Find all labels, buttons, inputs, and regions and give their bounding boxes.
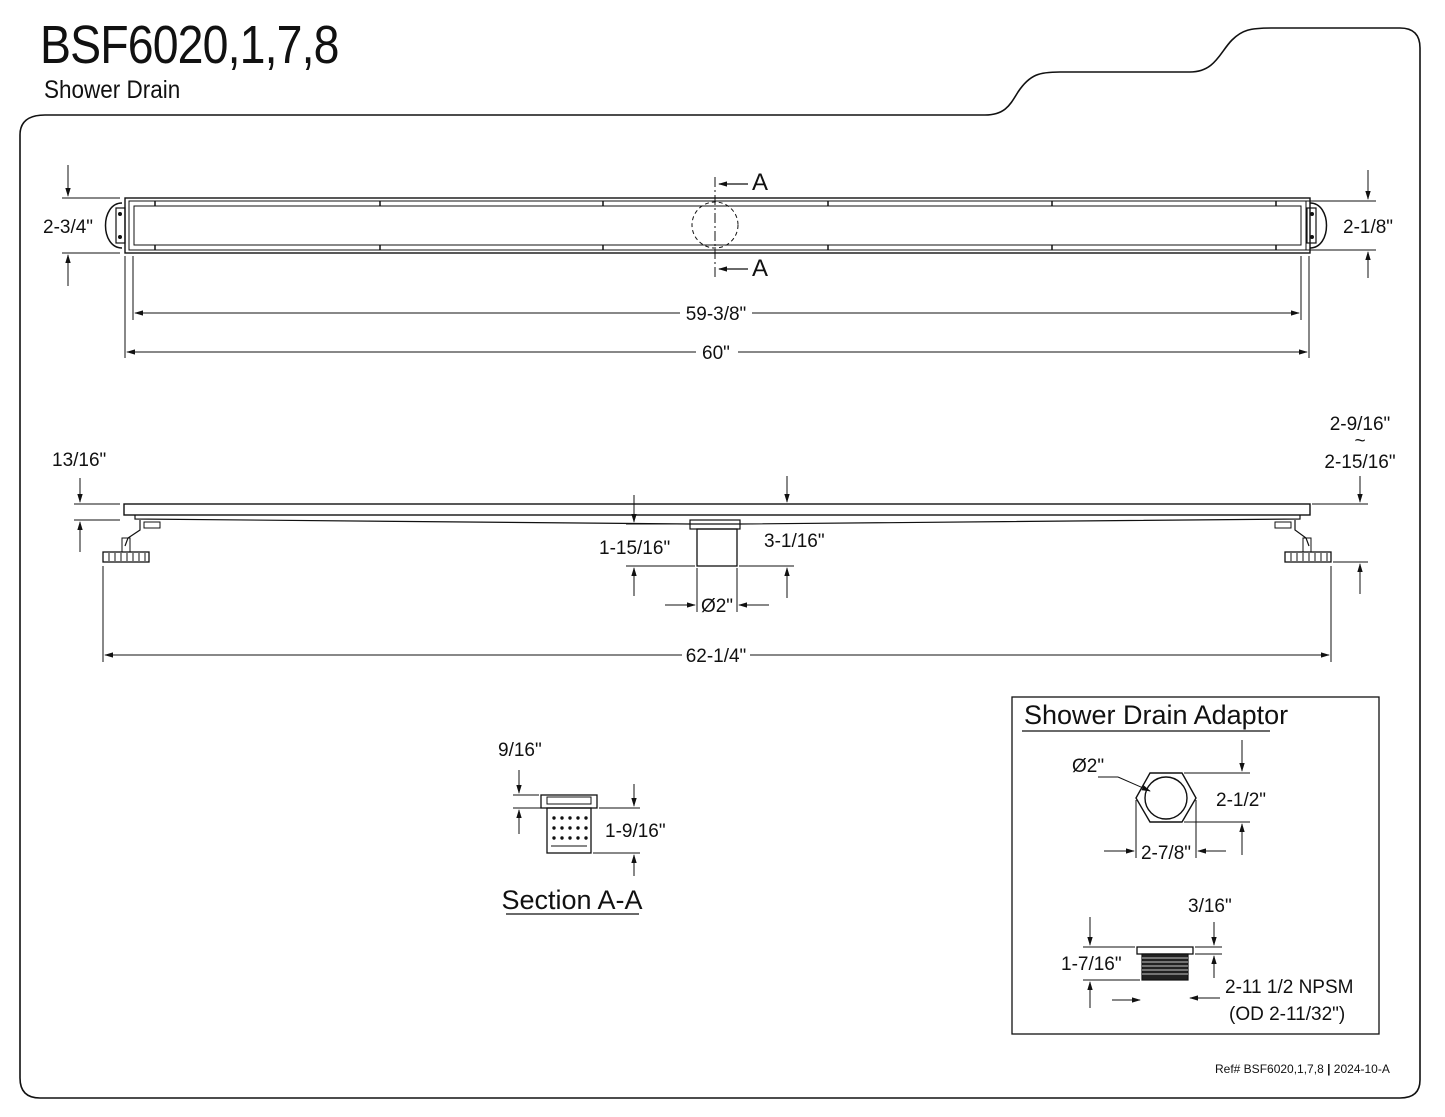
- adaptor-length-label: 1-7/16": [1061, 954, 1122, 975]
- overall-span-label: 62-1/4": [686, 646, 747, 667]
- model-title: BSF6020,1,7,8: [40, 15, 340, 75]
- section-mark-top: A: [752, 169, 768, 196]
- height-left-label: 13/16": [52, 450, 106, 471]
- side-view: 13/16" 2-9/16" ~ 2-15/16" 1-15/16" 3-1/1…: [52, 414, 1396, 667]
- adaptor-width-label: 2-7/8": [1141, 843, 1191, 864]
- outlet-depth-label: 3-1/16": [764, 531, 825, 552]
- ref-number: Ref# BSF6020,1,7,8: [1215, 1062, 1324, 1076]
- height-range-symbol: ~: [1354, 431, 1365, 452]
- grate-length-label: 59-3/8": [686, 304, 747, 325]
- adaptor-od-label: (OD 2-11/32"): [1229, 1004, 1345, 1025]
- revision-label: 2024-10-A: [1333, 1062, 1390, 1076]
- adaptor-flange-label: 3/16": [1188, 896, 1232, 917]
- top-view: A A 2-3/4" 2-1/8" 59-3/8" 60": [43, 165, 1393, 364]
- width-right-label: 2-1/8": [1343, 217, 1393, 238]
- overall-length-label: 60": [702, 343, 730, 364]
- sheet-border: [19, 27, 1421, 1099]
- adaptor-diameter-label: Ø2": [1072, 756, 1104, 777]
- reference-footer: Ref# BSF6020,1,7,8 | 2024-10-A: [1215, 1062, 1390, 1076]
- adaptor-title: Shower Drain Adaptor: [1024, 700, 1288, 730]
- outlet-offset-label: 1-15/16": [599, 538, 670, 559]
- outlet-diameter-label: Ø2": [701, 596, 733, 617]
- section-label: Section A-A: [501, 885, 642, 915]
- height-right-max-label: 2-15/16": [1324, 452, 1395, 473]
- adaptor-detail: Shower Drain Adaptor: [1011, 696, 1380, 1035]
- section-top-dim: 9/16": [498, 740, 542, 761]
- section-a-a: 9/16" 1-9/16" Section A-A: [498, 740, 666, 915]
- section-mark-bottom: A: [752, 255, 768, 282]
- width-left-label: 2-3/4": [43, 217, 93, 238]
- adaptor-height-label: 2-1/2": [1216, 790, 1266, 811]
- ref-separator: |: [1327, 1062, 1331, 1076]
- section-height-dim: 1-9/16": [605, 821, 666, 842]
- adaptor-thread-label: 2-11 1/2 NPSM: [1225, 977, 1353, 998]
- height-right-min-label: 2-9/16": [1330, 414, 1391, 435]
- product-subtitle: Shower Drain: [44, 76, 181, 104]
